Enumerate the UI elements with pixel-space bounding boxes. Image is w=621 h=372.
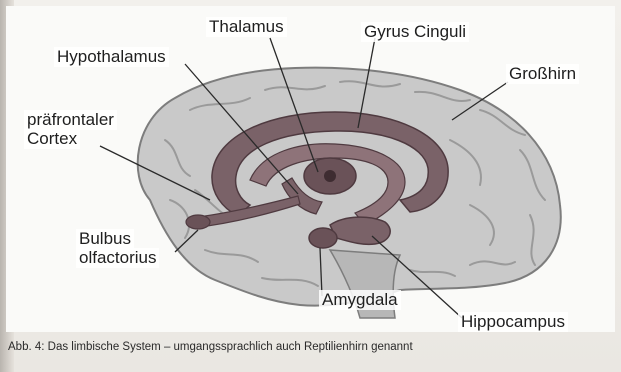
label-grosshirn: Großhirn	[506, 64, 579, 84]
label-hypothalamus: Hypothalamus	[54, 47, 169, 67]
label-hippocampus: Hippocampus	[458, 312, 568, 332]
label-praefrontaler-line1: präfrontaler	[24, 110, 117, 130]
label-gyrus-cinguli: Gyrus Cinguli	[361, 22, 469, 42]
figure-caption: Abb. 4: Das limbische System – umgangssp…	[8, 341, 613, 353]
label-bulbus-line1: Bulbus	[76, 229, 134, 249]
label-bulbus-line2: olfactorius	[76, 248, 159, 268]
label-amygdala: Amygdala	[319, 290, 401, 310]
olfactory-bulb	[186, 215, 210, 229]
label-praefrontaler-line2: Cortex	[24, 129, 80, 149]
thalamus-core	[324, 170, 336, 182]
label-thalamus: Thalamus	[206, 17, 287, 37]
amygdala-shape	[309, 228, 337, 248]
